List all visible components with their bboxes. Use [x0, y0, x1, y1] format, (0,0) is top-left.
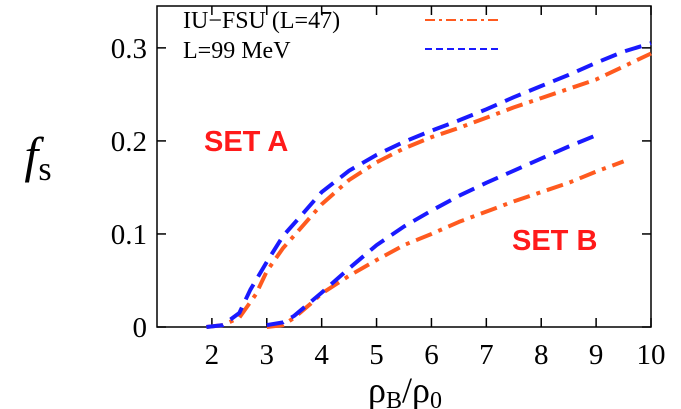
legend-label-iufsu: IU−FSU (L=47): [183, 8, 340, 34]
x-axis-title-sub-zero: 0: [430, 388, 442, 409]
x-axis-title: ρB/ρ0: [368, 370, 442, 409]
legend: IU−FSU (L=47) L=99 MeV: [183, 8, 498, 64]
y-tick-label-0.2: 0.2: [111, 126, 147, 158]
y-axis-title: fs: [24, 127, 51, 188]
y-tick-label-0.1: 0.1: [111, 219, 147, 251]
annotation-set-a: SET A: [204, 126, 288, 158]
x-tick-label-4: 4: [314, 339, 329, 371]
y-tick-label-0: 0: [133, 312, 148, 344]
annotation-set-b: SET B: [512, 225, 597, 257]
plot-frame: [156, 5, 652, 328]
series-line-l99-set-b: [266, 133, 597, 328]
x-axis-title-rho: ρ: [368, 370, 386, 409]
x-tick-label-10: 10: [637, 339, 666, 371]
x-tick-label-8: 8: [534, 339, 549, 371]
x-tick-labels: 2 3 4 5 6 7 8 9 10: [205, 339, 666, 371]
legend-label-l99: L=99 MeV: [183, 38, 291, 64]
series-line-l99-set-a: [206, 41, 652, 329]
x-tick-label-9: 9: [589, 339, 604, 371]
y-tick-label-0.3: 0.3: [111, 33, 147, 65]
x-tick-label-6: 6: [424, 339, 439, 371]
series-line-iufsu-set-a: [206, 51, 652, 329]
y-axis-title-subscript: s: [38, 151, 51, 188]
y-tick-labels: 0 0.1 0.2 0.3: [111, 33, 147, 344]
x-axis-title-slash-rho: /ρ: [402, 370, 430, 409]
x-tick-label-5: 5: [369, 339, 384, 371]
axis-ticks: [157, 6, 652, 328]
x-axis-title-sub-b: B: [386, 388, 402, 409]
x-tick-label-2: 2: [205, 339, 220, 371]
x-tick-label-7: 7: [479, 339, 494, 371]
series-layer: [206, 41, 652, 329]
x-tick-label-3: 3: [260, 339, 275, 371]
